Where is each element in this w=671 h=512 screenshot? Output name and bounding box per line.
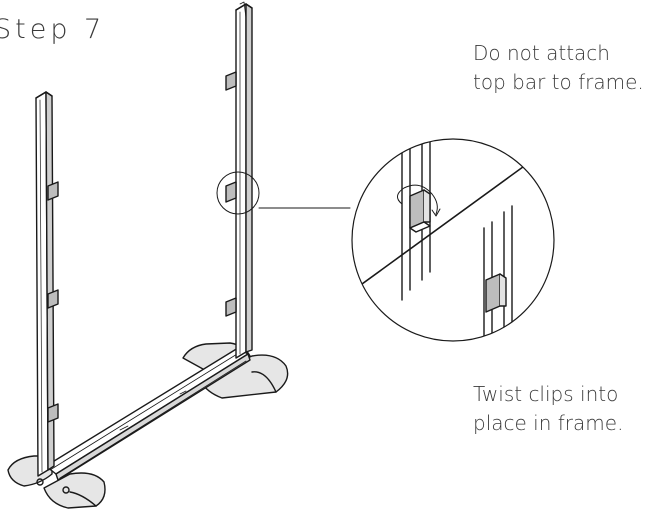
- right-upright-clips: [225, 71, 237, 317]
- twist-clips-note-line-1: Twist clips into: [473, 382, 619, 406]
- right-upright: [235, 1, 253, 359]
- top-bar-note: Do not attach top bar to frame.: [473, 39, 644, 97]
- magnified-detail: [351, 138, 555, 342]
- top-bar-note-line-2: top bar to frame.: [473, 70, 644, 94]
- left-upright-clips: [47, 181, 59, 423]
- bottom-rail: [45, 347, 251, 481]
- twist-clips-note: Twist clips into place in frame.: [473, 380, 623, 438]
- top-bar-note-line-1: Do not attach: [473, 41, 610, 65]
- detail-callout-ring: [216, 171, 260, 215]
- twist-clips-note-line-2: place in frame.: [473, 411, 624, 435]
- step-title: Step 7: [0, 14, 106, 45]
